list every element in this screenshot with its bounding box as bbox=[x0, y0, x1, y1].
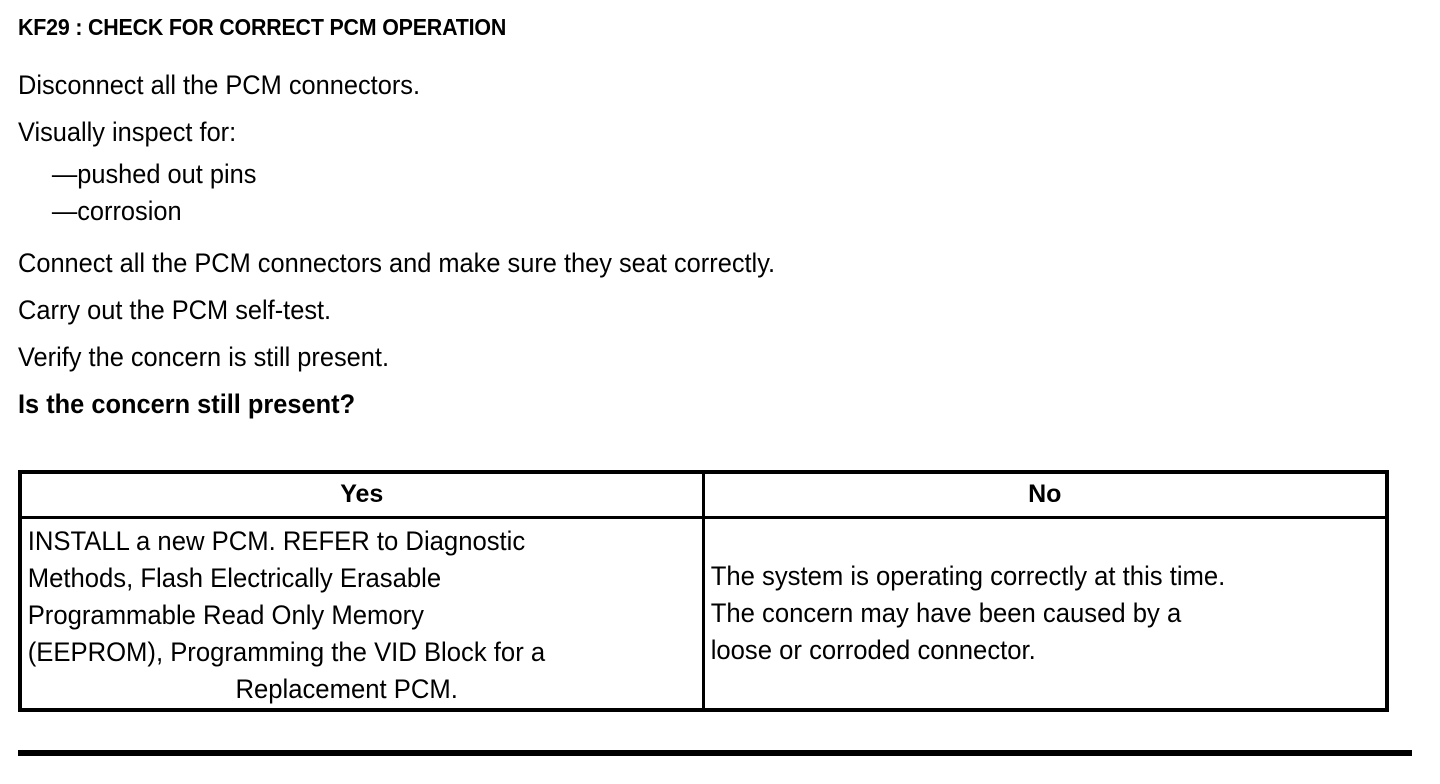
cell-no-text: The system is operating correctly at thi… bbox=[705, 558, 1351, 669]
cell-yes-line-3: Programmable Read Only Memory bbox=[27, 600, 424, 630]
cell-no-line-1: The system is operating correctly at thi… bbox=[710, 561, 1225, 591]
cell-yes-line-1: INSTALL a new PCM. REFER to Diagnostic bbox=[27, 526, 526, 556]
inspection-sub-list: —pushed out pins —corrosion bbox=[18, 156, 1398, 230]
cell-no-action: The system is operating correctly at thi… bbox=[701, 516, 1389, 712]
cell-yes-action: INSTALL a new PCM. REFER to Diagnostic M… bbox=[18, 516, 705, 712]
cell-yes-text: INSTALL a new PCM. REFER to Diagnostic M… bbox=[22, 519, 668, 708]
section-divider-rule bbox=[18, 750, 1412, 756]
instruction-line-verify: Verify the concern is still present. bbox=[18, 342, 390, 372]
instruction-block: Disconnect all the PCM connectors. Visua… bbox=[18, 62, 1398, 428]
instruction-line-self-test: Carry out the PCM self-test. bbox=[18, 295, 332, 325]
column-header-yes: Yes bbox=[18, 470, 705, 519]
cell-yes-line-5: Replacement PCM. bbox=[235, 674, 458, 704]
decision-table-body-row: INSTALL a new PCM. REFER to Diagnostic M… bbox=[18, 516, 1389, 712]
cell-no-line-3: loose or corroded connector. bbox=[710, 635, 1036, 665]
decision-question: Is the concern still present? bbox=[18, 389, 356, 419]
instruction-line-visually-inspect: Visually inspect for: bbox=[18, 117, 237, 147]
instruction-line-connect: Connect all the PCM connectors and make … bbox=[18, 248, 776, 278]
sub-item-pushed-out-pins: —pushed out pins bbox=[51, 159, 257, 189]
cell-yes-line-2: Methods, Flash Electrically Erasable bbox=[27, 563, 442, 593]
column-header-no: No bbox=[701, 470, 1389, 519]
cell-yes-line-4: (EEPROM), Programming the VID Block for … bbox=[27, 637, 546, 667]
cell-no-line-2: The concern may have been caused by a bbox=[710, 598, 1181, 628]
instruction-line-disconnect: Disconnect all the PCM connectors. bbox=[18, 70, 421, 100]
sub-item-corrosion: —corrosion bbox=[51, 196, 182, 226]
step-heading: KF29 : CHECK FOR CORRECT PCM OPERATION bbox=[18, 14, 507, 40]
decision-table: Yes No INSTALL a new PCM. REFER to Diagn… bbox=[18, 470, 1389, 712]
decision-table-header-row: Yes No bbox=[18, 470, 1389, 519]
